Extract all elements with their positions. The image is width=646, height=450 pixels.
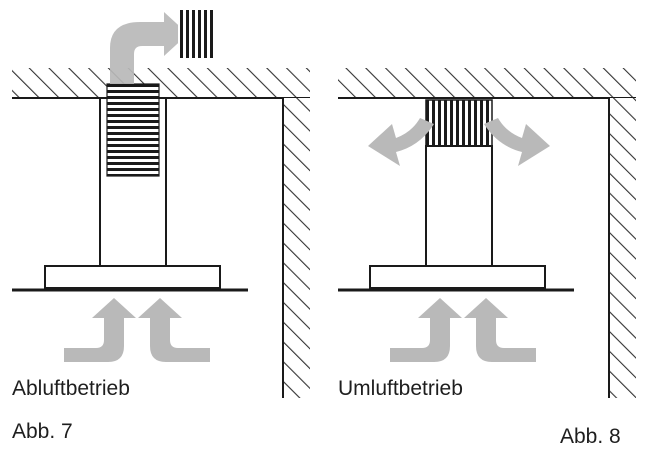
intake-arrow-left-icon: [390, 298, 462, 362]
intake-arrow-right-icon: [138, 298, 210, 362]
intake-arrow-right-icon: [464, 298, 536, 362]
figure-label-8: Abb. 8: [560, 425, 621, 448]
outflow-arrow-left-icon: [368, 118, 434, 166]
intake-arrow-left-icon: [64, 298, 136, 362]
wall-hatch: [609, 98, 636, 398]
ceiling-hatch: [338, 68, 636, 98]
wall-hatch: [283, 98, 310, 398]
figure-recirculation-mode: Umluftbetrieb Abb. 8: [338, 68, 636, 448]
exhaust-outlet-grille: [178, 10, 216, 58]
mode-label-recirculation: Umluftbetrieb: [338, 377, 463, 400]
recirculation-grille: [425, 99, 493, 147]
outflow-arrow-right-icon: [484, 118, 550, 166]
figure-exhaust-mode: Abluftbetrieb Abb. 7: [12, 10, 310, 443]
hood-canopy: [369, 265, 546, 289]
hood-canopy: [44, 265, 221, 289]
chimney-cover: [425, 145, 493, 267]
ceiling-hatch: [12, 68, 310, 98]
exhaust-duct: [106, 83, 160, 177]
exhaust-arrow-icon: [110, 12, 188, 84]
mode-label-exhaust: Abluftbetrieb: [12, 377, 130, 400]
figure-label-7: Abb. 7: [12, 420, 73, 443]
